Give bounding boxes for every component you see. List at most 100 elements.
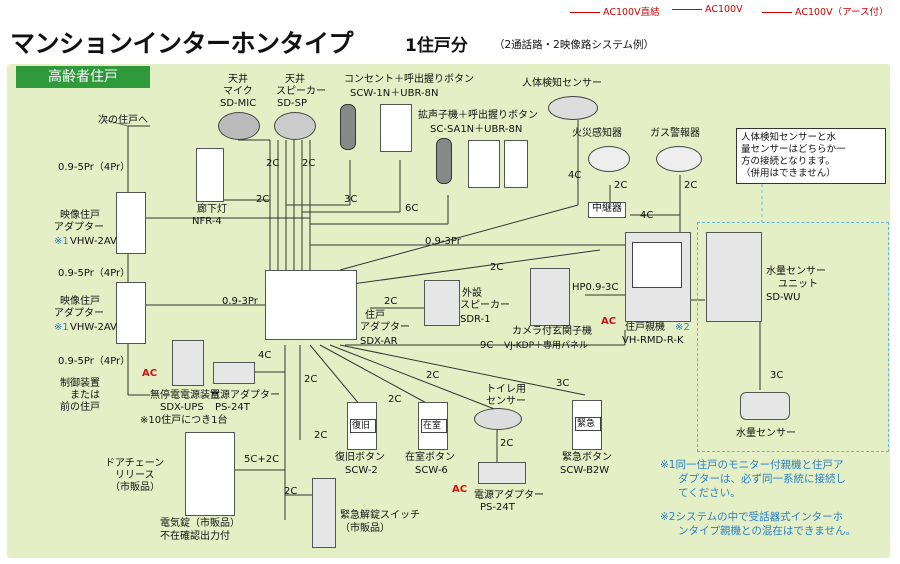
main-unit-label: 住戸親機 [625, 322, 665, 333]
ceiling-mic-model: SD-MIC [220, 98, 257, 109]
note-line: ンタイプ親機との混在はできません。 [678, 525, 857, 537]
callout-line: （併用はできません） [741, 168, 836, 179]
legend-ac-earth: AC100V（アース付） [762, 4, 889, 18]
cable-label: 0.9-5Pr（4Pr） [58, 268, 131, 279]
callout-line: 人体検知センサーと水 [741, 132, 837, 143]
video-adapter-1 [116, 192, 146, 254]
cable-label: 0.9-5Pr（4Pr） [58, 356, 131, 367]
recovery-button-icon: 復旧 [347, 402, 377, 450]
note-line: ※1同一住戸のモニター付親機と住戸ア [660, 459, 844, 471]
emergency-button-icon: 緊急 [572, 400, 602, 450]
water-unit-model: SD-WU [766, 292, 801, 303]
power-adapter-2-model: PS-24T [480, 502, 515, 513]
cable-label: 3C [344, 194, 358, 205]
door-camera-label: カメラ付玄関子機 [512, 326, 592, 337]
door-chain-label: （市販品） [110, 482, 160, 493]
toilet-sensor-label: センサー [486, 396, 526, 407]
main-unit-screen [632, 242, 682, 288]
video-adapter-1-mark: ※1 [54, 236, 69, 247]
power-adapter-2-icon [478, 462, 526, 484]
ceiling-mic-label: マイク [223, 86, 253, 97]
emergency-btn-label: 緊急ボタン [562, 452, 612, 463]
outlet-icon [380, 104, 412, 152]
video-adapter-1-model: VHW-2AV [70, 236, 117, 247]
water-unit-label: 水量センサー [766, 266, 826, 277]
cable-label: 5C+2C [244, 454, 280, 465]
emergency-face: 緊急 [575, 417, 601, 431]
emergency-btn-model: SCW-B2W [560, 465, 610, 476]
ceiling-sp-model: SD-SP [277, 98, 308, 109]
power-adapter-1-model: PS-24T [215, 402, 250, 413]
note-line: ダプターは、必ず同一系統に接続し [678, 473, 846, 485]
cable-label: 9C [480, 340, 494, 351]
video-adapter-2-model: VHW-2AV [70, 322, 117, 333]
control-label: 前の住戸 [60, 402, 100, 413]
control-label: または [70, 390, 100, 401]
recovery-face: 復旧 [350, 419, 376, 433]
main-unit-model: VH-RMD-R-K [622, 335, 684, 346]
cable-label: 2C [684, 180, 698, 191]
cable-label: 3C [556, 378, 570, 389]
ac-label: AC [601, 316, 617, 327]
home-button-icon: 在室 [418, 402, 448, 450]
video-adapter-2-name: 映像住戸 [60, 296, 100, 307]
video-adapter-2-mark: ※1 [54, 322, 69, 333]
cable-label: 2C [302, 158, 316, 169]
ext-outlet-icon [504, 140, 528, 188]
ext-call-label: 拡声子機＋呼出握りボタン [418, 110, 538, 121]
main-unit-mark: ※2 [675, 322, 690, 333]
toilet-sensor-icon [474, 408, 522, 430]
relay-box: 中継器 [588, 202, 626, 218]
water-sensor-label: 水量センサー [736, 428, 796, 439]
emergency-release-icon [312, 478, 336, 548]
ups-icon [172, 340, 204, 386]
legend-ac-direct: AC100V直結 [570, 4, 660, 18]
outlet-call-model: SCW-1N＋UBR-8N [350, 88, 439, 99]
unit-adapter-model: SDX-AR [360, 336, 398, 347]
hall-light-model: NFR-4 [192, 216, 222, 227]
cable-label: 0.9-3Pr [425, 236, 461, 247]
ac-label: AC [452, 484, 468, 495]
next-unit-label: 次の住戸へ [98, 115, 148, 126]
door-camera-icon [530, 268, 570, 326]
elec-lock-label: 不在確認出力付 [160, 531, 230, 542]
ceiling-mic-label: 天井 [228, 74, 248, 85]
door-icon [185, 432, 235, 516]
video-adapter-2-name2: アダプター [54, 308, 104, 319]
cable-label: 2C [384, 296, 398, 307]
legend-ac: AC100V [672, 4, 743, 15]
human-sensor-label: 人体検知センサー [522, 78, 602, 89]
cable-label: 2C [500, 438, 514, 449]
door-chain-label: ドアチェーン [105, 458, 165, 469]
page-subtitle: 1住戸分 [405, 36, 468, 56]
unit-adapter-icon [265, 270, 357, 340]
water-unit-label: ユニット [778, 279, 818, 290]
ceiling-sp-label: スピーカー [276, 86, 326, 97]
hall-light-label: 廊下灯 [197, 204, 227, 215]
cable-label: 2C [304, 374, 318, 385]
power-adapter-1-icon [213, 362, 255, 384]
ceiling-speaker-icon [274, 112, 316, 140]
power-adapter-1-label: 電源アダプター [210, 390, 280, 401]
fire-alarm-label: 火災感知器 [572, 128, 622, 139]
recovery-btn-label: 復旧ボタン [335, 452, 385, 463]
page-title: マンションインターホンタイプ [10, 29, 354, 58]
outdoor-sp-label: 外設 [462, 288, 482, 299]
ext-call-model: SC-SA1N＋UBR-8N [430, 124, 523, 135]
unit-adapter-label: アダプター [360, 322, 410, 333]
gas-alarm-icon [656, 146, 702, 172]
human-sensor-icon [548, 96, 598, 120]
cable-label: 0.9-3Pr [222, 296, 258, 307]
cable-label: 2C [284, 486, 298, 497]
subtitle-note: （2通話路・2映像路システム例） [494, 39, 655, 51]
video-adapter-1-name2: アダプター [54, 222, 104, 233]
call-button-icon [340, 104, 356, 150]
cable-label: 3C [770, 370, 784, 381]
cable-label: 2C [256, 194, 270, 205]
cable-label: 2C [266, 158, 280, 169]
home-btn-model: SCW-6 [415, 465, 448, 476]
water-sensor-icon [740, 392, 790, 420]
ceiling-sp-label: 天井 [285, 74, 305, 85]
cable-label: 4C [640, 210, 654, 221]
